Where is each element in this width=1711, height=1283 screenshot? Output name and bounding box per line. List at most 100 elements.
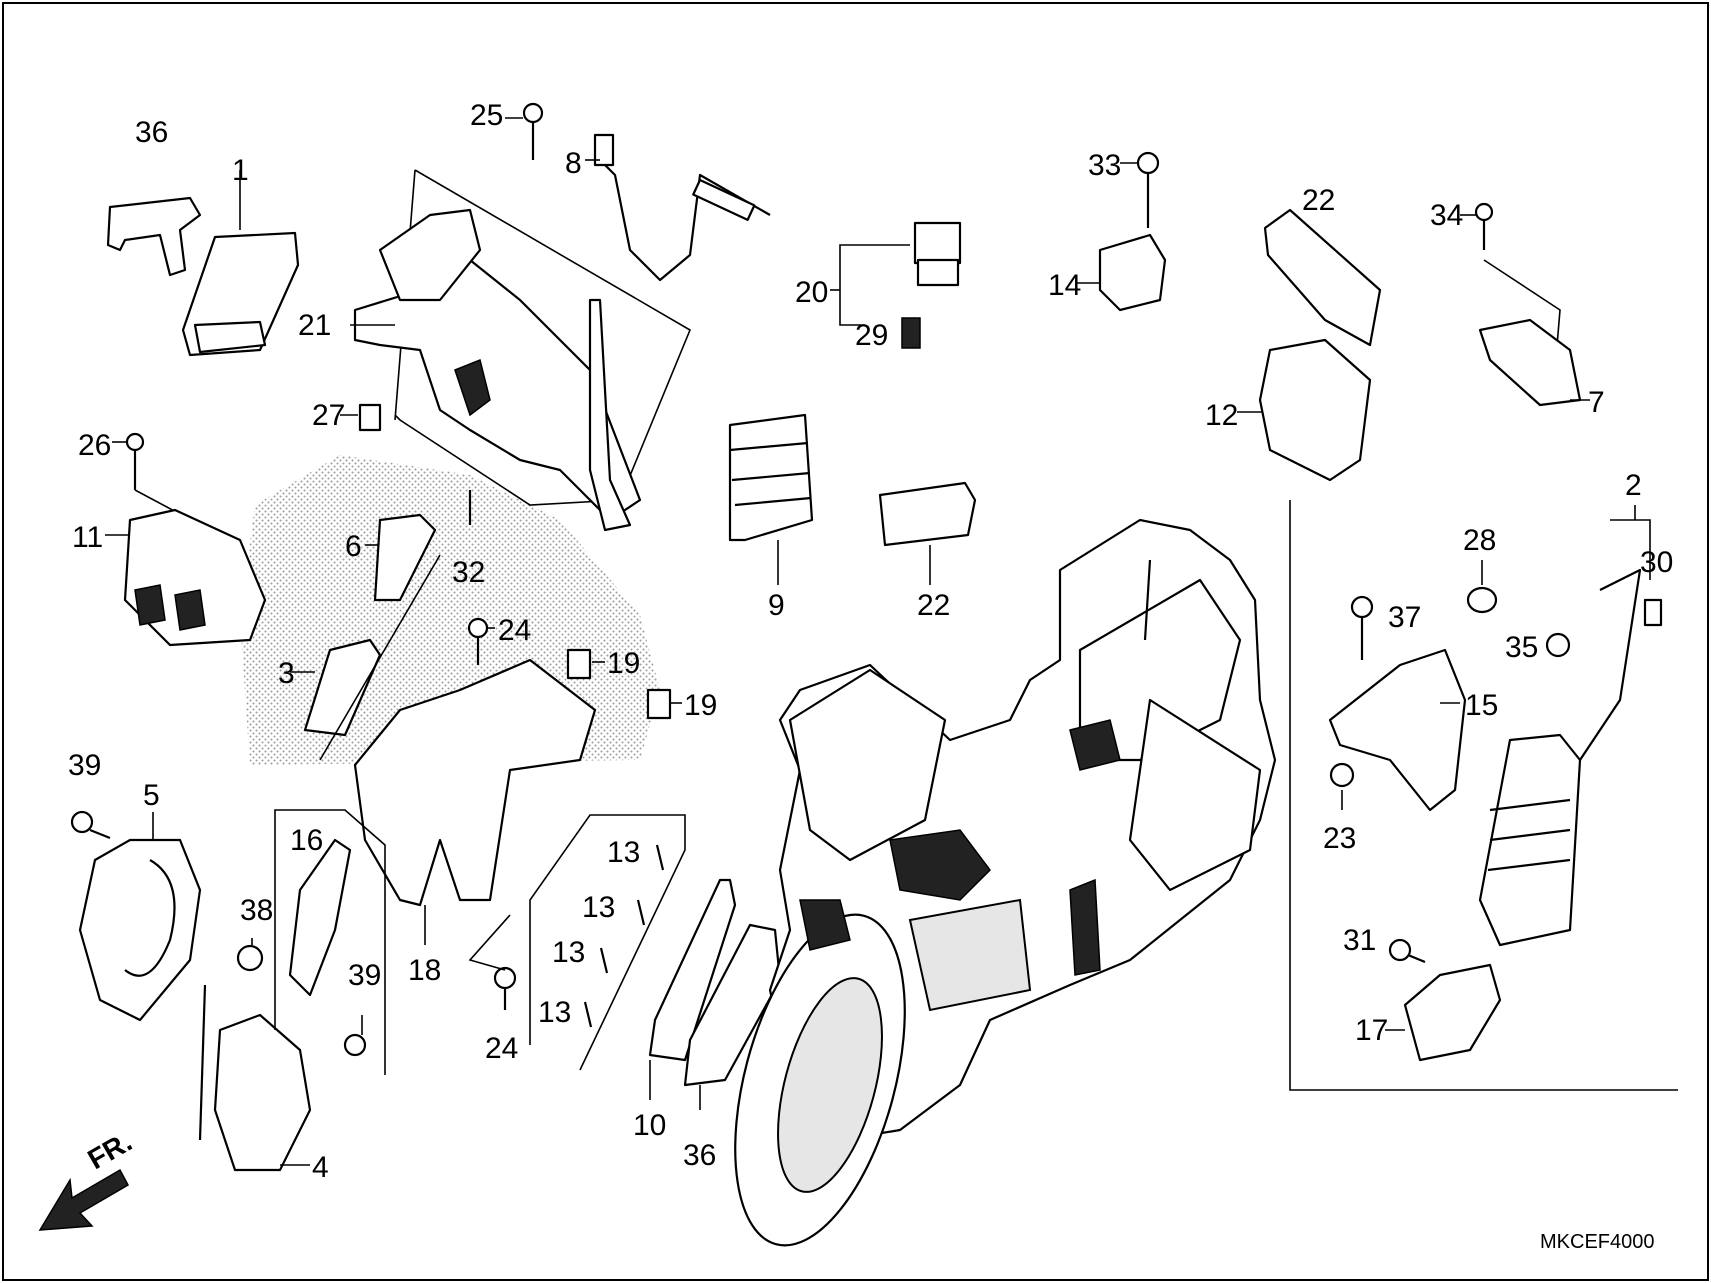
callout-13-c: 13 [552, 936, 585, 969]
part-27-clip[interactable] [340, 403, 382, 432]
part-10-fuse-box[interactable] [648, 878, 737, 1100]
callout-34: 34 [1430, 199, 1463, 232]
part-13-terminal-a[interactable] [655, 844, 665, 871]
part-13-terminal-c[interactable] [599, 947, 609, 974]
callout-30: 30 [1640, 546, 1673, 579]
part-31-bolt[interactable] [1388, 938, 1426, 964]
part-35-nut[interactable] [1545, 632, 1571, 658]
part-19-clip-a[interactable] [566, 648, 605, 680]
callout-6: 6 [345, 530, 362, 563]
part-23-bolt[interactable] [1329, 762, 1355, 810]
part-39-bolt-right[interactable] [343, 1015, 367, 1057]
callout-24-lower: 24 [485, 1032, 518, 1065]
callout-19-a: 19 [607, 647, 640, 680]
callout-9: 9 [768, 589, 785, 622]
part-21-main-bracket[interactable] [350, 169, 692, 532]
callout-22-upper: 22 [1302, 184, 1335, 217]
callout-39-left: 39 [68, 749, 101, 782]
part-18-bracket[interactable] [353, 658, 597, 945]
part-3-relay-holder[interactable] [290, 638, 382, 737]
callout-5: 5 [143, 779, 160, 812]
part-33-screw[interactable] [1120, 151, 1160, 228]
callout-17: 17 [1355, 1014, 1388, 1047]
part-30-connector[interactable] [1643, 598, 1663, 627]
callout-23: 23 [1323, 822, 1356, 855]
bracket-line-3-6 [319, 554, 441, 761]
part-13-terminal-b[interactable] [636, 899, 646, 926]
part-16-group-bracket [274, 809, 386, 1075]
part-36-clip-lower[interactable] [683, 923, 782, 1110]
part-14-sensor[interactable] [1075, 233, 1167, 312]
callout-29: 29 [855, 319, 888, 352]
part-15-cover[interactable] [1328, 648, 1467, 812]
callout-14: 14 [1048, 269, 1081, 302]
callout-36-top: 36 [135, 116, 168, 149]
part-20-relay[interactable] [830, 221, 962, 326]
callout-13-b: 13 [582, 891, 615, 924]
callout-38: 38 [240, 894, 273, 927]
part-28-clip[interactable] [1466, 560, 1498, 614]
part-39-bolt-left[interactable] [70, 810, 111, 840]
part-2-regulator-bracket [1610, 505, 1651, 580]
callout-39-right: 39 [348, 959, 381, 992]
part-24-bolt-upper[interactable] [467, 617, 495, 665]
front-direction-label: FR. [83, 1126, 138, 1175]
part-9-ecu[interactable] [728, 413, 814, 585]
part-1-control-unit[interactable] [181, 170, 300, 357]
part-25-bolt[interactable] [505, 102, 544, 160]
callout-11: 11 [72, 521, 103, 554]
part-12-control-box[interactable] [1237, 338, 1372, 482]
callout-3: 3 [278, 657, 295, 690]
callout-12: 12 [1205, 399, 1238, 432]
right-group-frame [1289, 500, 1678, 1091]
callout-26: 26 [78, 429, 111, 462]
part-2-regulator[interactable] [1478, 568, 1642, 947]
callout-8: 8 [565, 147, 582, 180]
callout-4: 4 [312, 1151, 329, 1184]
part-5-horn[interactable] [78, 812, 202, 1022]
part-22-cover-upper[interactable] [1263, 208, 1382, 347]
part-7-bracket[interactable] [1478, 259, 1590, 407]
part-37-bolt[interactable] [1350, 595, 1374, 660]
callout-37: 37 [1388, 601, 1421, 634]
part-38-nut[interactable] [236, 938, 264, 972]
part-16-stay[interactable] [288, 838, 352, 997]
part-8-wire-cable[interactable] [585, 133, 771, 282]
part-11-module[interactable] [105, 508, 267, 647]
callout-2: 2 [1625, 469, 1642, 502]
part-13-terminal-d[interactable] [583, 1001, 593, 1028]
callout-32: 32 [452, 556, 485, 589]
callout-27: 27 [312, 399, 345, 432]
part-34-screw[interactable] [1460, 202, 1494, 250]
callout-22-lower: 22 [917, 589, 950, 622]
callout-31: 31 [1343, 924, 1376, 957]
callout-15: 15 [1465, 689, 1498, 722]
part-6-relay-holder[interactable] [365, 513, 437, 602]
callout-21: 21 [298, 309, 331, 342]
callout-18: 18 [408, 954, 441, 987]
part-4-horn[interactable] [198, 984, 312, 1172]
callout-20: 20 [795, 276, 828, 309]
part-36-clip[interactable] [106, 196, 202, 277]
callout-19-b: 19 [684, 689, 717, 722]
front-direction-arrow: FR. [38, 1126, 138, 1231]
part-17-cover[interactable] [1385, 963, 1502, 1062]
callout-36-lower: 36 [683, 1139, 716, 1172]
part-13-group-bracket [529, 814, 686, 1071]
callout-7: 7 [1588, 386, 1605, 419]
callout-33: 33 [1088, 149, 1121, 182]
callout-24-upper: 24 [498, 614, 531, 647]
callout-1: 1 [232, 154, 249, 187]
callout-35: 35 [1505, 631, 1538, 664]
callout-16: 16 [290, 824, 323, 857]
callout-10: 10 [633, 1109, 666, 1142]
callout-28: 28 [1463, 524, 1496, 557]
part-24-bolt-lower[interactable] [468, 914, 517, 1010]
callout-25: 25 [470, 99, 503, 132]
part-22-clip-lower[interactable] [878, 481, 977, 585]
part-29-fuse[interactable] [901, 317, 921, 349]
callout-13-a: 13 [607, 836, 640, 869]
part-19-clip-b[interactable] [646, 688, 682, 720]
